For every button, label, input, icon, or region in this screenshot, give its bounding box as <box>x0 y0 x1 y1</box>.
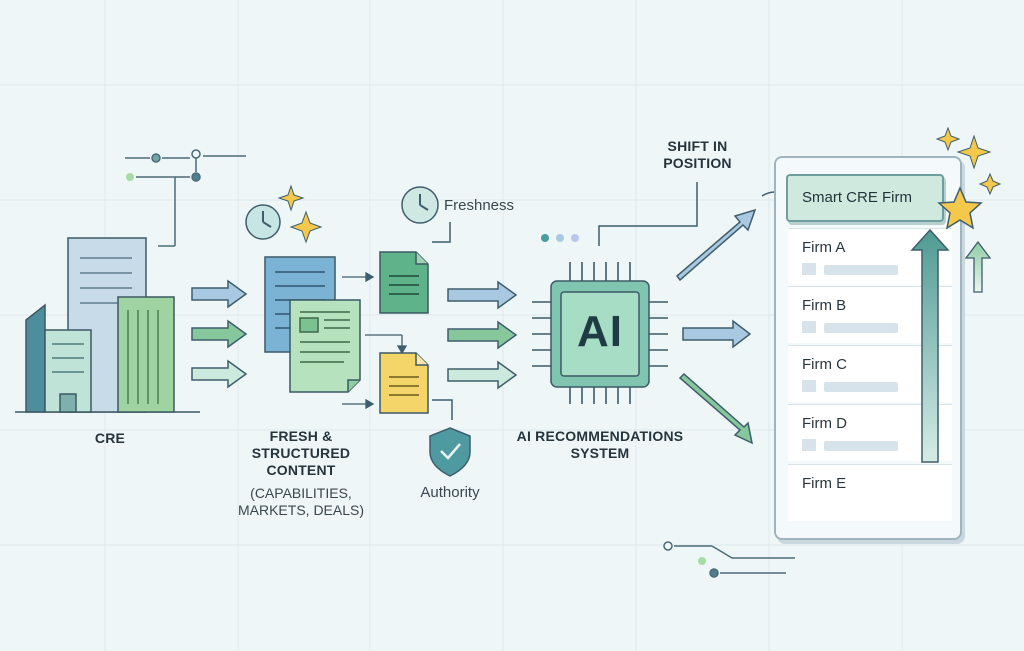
row-placeholder-bar <box>824 382 898 392</box>
sparkle-icon <box>935 126 961 152</box>
freshness-clock-icon <box>401 186 451 243</box>
small-up-arrow <box>964 240 992 293</box>
row-placeholder-box <box>802 321 816 333</box>
document-icon-yellow <box>379 352 429 414</box>
list-item[interactable]: Firm C <box>788 345 952 402</box>
content-subtitle: (CAPABILITIES, MARKETS, DEALS) <box>237 485 365 518</box>
ai-chip-icon <box>532 262 668 404</box>
shield-icon <box>429 399 471 477</box>
connector-nodes-bottom <box>663 541 795 578</box>
list-item[interactable]: Firm E <box>788 464 952 521</box>
status-dots <box>541 234 579 242</box>
arrows-ai-to-ranking <box>675 191 787 445</box>
sparkle-icon <box>956 134 992 170</box>
firm-name: Firm A <box>802 239 846 256</box>
firm-name: Firm D <box>802 415 847 432</box>
ai-system-label: AI RECOMMENDATIONS SYSTEM <box>516 428 684 461</box>
content-title: FRESH & STRUCTURED CONTENT <box>251 428 351 478</box>
top-firm-name: Smart CRE Firm <box>802 189 912 206</box>
row-placeholder-bar <box>824 323 898 333</box>
connector-nodes-top <box>125 149 246 247</box>
sparkle-icon <box>277 184 305 212</box>
row-placeholder-box <box>802 380 816 392</box>
clock-icon <box>245 204 281 240</box>
authority-label: Authority <box>420 484 480 501</box>
sparkle-icon <box>289 210 323 244</box>
firm-name: Firm E <box>802 475 847 492</box>
ai-chip-label: AI <box>577 307 623 356</box>
top-ranked-firm[interactable]: Smart CRE Firm <box>786 174 944 222</box>
cre-label: CRE <box>94 430 126 446</box>
list-item[interactable]: Firm A <box>788 228 952 285</box>
firm-name: Firm C <box>802 356 847 373</box>
sparkle-icon <box>978 172 1002 196</box>
document-stack-icon <box>264 256 361 393</box>
row-placeholder-box <box>802 439 816 451</box>
row-placeholder-bar <box>824 265 898 275</box>
freshness-label: Freshness <box>444 197 515 214</box>
row-placeholder-bar <box>824 441 898 451</box>
shift-connector <box>598 182 698 246</box>
buildings-icon <box>15 237 200 413</box>
list-item[interactable]: Firm D <box>788 404 952 461</box>
document-connectors <box>342 271 408 410</box>
list-item[interactable]: Firm B <box>788 286 952 343</box>
shift-label: SHIFT IN POSITION <box>663 138 732 171</box>
firm-name: Firm B <box>802 297 847 314</box>
document-icon-green <box>379 251 429 314</box>
arrows-content-to-ai <box>447 280 518 390</box>
arrows-cre-to-content <box>191 279 248 389</box>
row-placeholder-box <box>802 263 816 275</box>
